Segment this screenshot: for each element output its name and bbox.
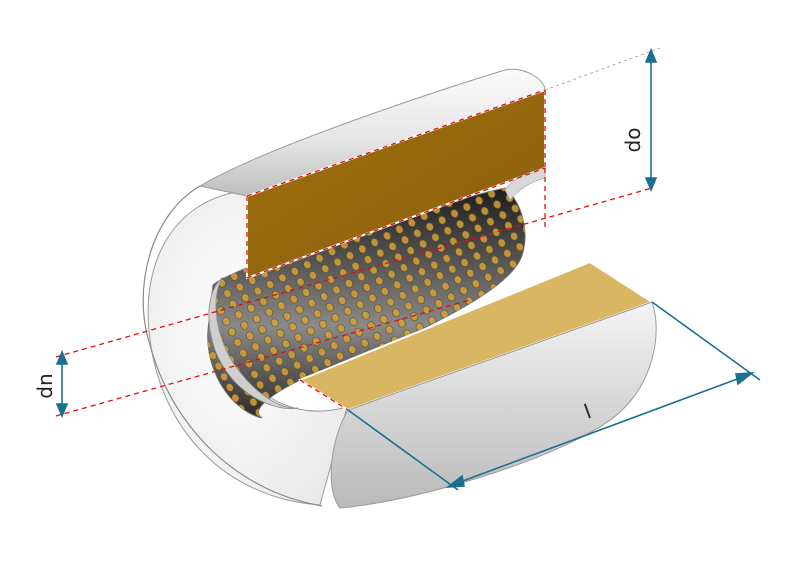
outer-shell-top [198, 68, 546, 197]
perforation-pattern [207, 188, 525, 418]
guide-lines [55, 89, 653, 417]
guide-top-cut-top [246, 89, 546, 197]
front-outer-rim [142, 185, 323, 507]
front-bore-lip [208, 277, 299, 409]
label-do: do [621, 128, 645, 153]
dimension-l [347, 301, 761, 491]
guide-inner-top [55, 187, 653, 358]
guide-outer-extension [544, 47, 661, 91]
label-dn: dn [33, 373, 57, 398]
dimension-dn [55, 349, 69, 419]
dimension-do [644, 47, 658, 193]
guide-top-cut-bottom [246, 167, 546, 279]
guide-bottom-cut [299, 379, 349, 411]
